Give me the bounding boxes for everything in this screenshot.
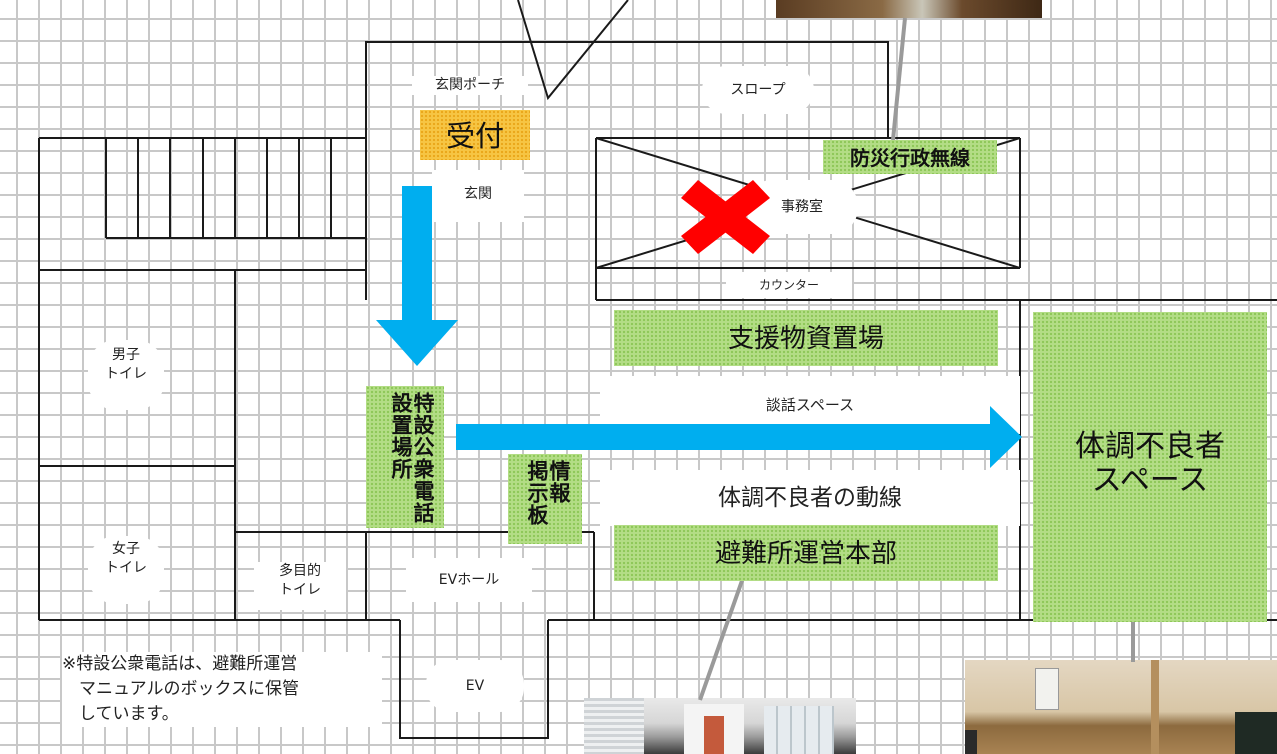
closed-x-mark-icon [681,180,770,254]
female-toilet-label: 女子 トイレ [88,536,164,604]
reception-zone: 受付 [420,110,530,160]
special-phone-zone: 特設公衆電話 設置場所 [366,386,444,528]
route-label: 体調不良者の動線 [600,470,1020,526]
hq-photo [584,698,856,754]
sick-space-zone: 体調不良者 スペース [1033,312,1267,622]
info-board-zone: 情報 掲示板 [508,454,582,544]
male-toilet-label: 男子 トイレ [88,340,164,410]
entrance-label: 玄関 [432,170,524,222]
ev-label: EV [426,660,524,712]
phone-storage-note: ※特設公衆電話は、避難所運営 マニュアルのボックスに保管 しています。 [62,652,382,727]
hq-zone: 避難所運営本部 [614,525,998,581]
relief-supplies-zone: 支援物資置場 [614,310,998,366]
office-label: 事務室 [746,180,858,234]
multipurpose-toilet-label: 多目的 トイレ [254,562,346,610]
down-arrow-icon [376,186,458,366]
counter-label: カウンター [726,272,852,298]
sick-space-photo [965,660,1277,754]
disaster-radio-zone: 防災行政無線 [823,140,997,174]
ev-hall-label: EVホール [406,558,532,602]
slope-label: スロープ [702,66,814,114]
entrance-porch-label: 玄関ポーチ [412,76,528,95]
radio-photo [776,0,1042,18]
right-arrow-icon [456,406,1022,468]
